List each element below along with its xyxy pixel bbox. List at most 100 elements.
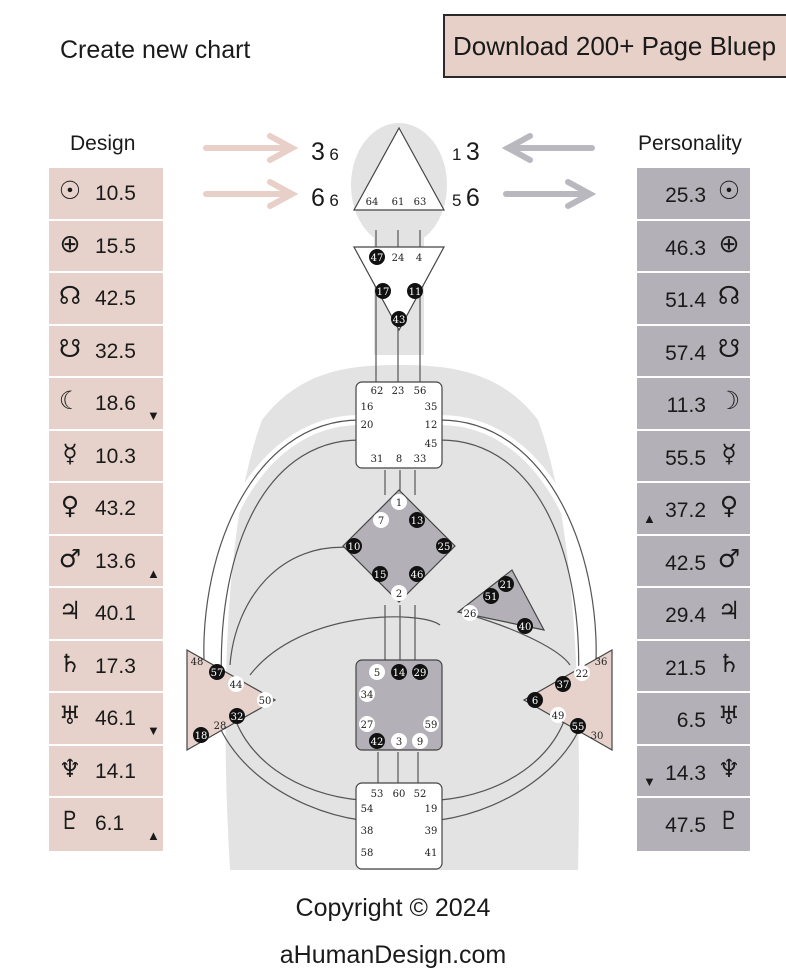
- personality-column-title: Personality: [638, 132, 742, 155]
- download-blueprint-button[interactable]: Download 200+ Page Bluep: [443, 14, 786, 78]
- personality-row-mars[interactable]: 42.5♂: [637, 536, 750, 588]
- svg-text:24: 24: [392, 253, 405, 264]
- svg-text:29: 29: [414, 668, 427, 679]
- personality-row-sun[interactable]: 25.3☉: [637, 168, 750, 221]
- design-row-saturn[interactable]: ♄17.3: [49, 641, 163, 693]
- design-row-uranus[interactable]: ♅46.1▼: [49, 693, 163, 746]
- copyright-text: Copyright © 2024: [295, 894, 491, 922]
- design-row-neptune[interactable]: ♆ 14.1: [49, 746, 163, 798]
- top-arrows: [203, 133, 597, 209]
- site-link[interactable]: aHumanDesign.com: [279, 941, 507, 969]
- svg-text:46: 46: [411, 570, 424, 581]
- svg-text:58: 58: [361, 848, 374, 859]
- personality-row-pluto[interactable]: 47.5♇: [637, 798, 750, 851]
- design-row-moon[interactable]: ☾18.6▼: [49, 378, 163, 431]
- jupiter-icon: ♃: [717, 596, 741, 625]
- design-row-mercury[interactable]: ☿10.3: [49, 431, 163, 483]
- svg-text:39: 39: [425, 826, 438, 837]
- design-row-pluto[interactable]: ♇6.1▲: [49, 798, 163, 851]
- svg-text:47: 47: [371, 253, 384, 264]
- design-arrow: ▼: [147, 408, 160, 423]
- earth-icon: ⊕: [59, 228, 81, 258]
- centers: [186, 126, 613, 870]
- uranus-icon: ♅: [717, 701, 741, 730]
- personality-row-neptune[interactable]: ▼14.3♆: [637, 746, 750, 798]
- personality-row-moon[interactable]: 11.3☽: [637, 378, 750, 431]
- personality-gate-row2: 5 6: [452, 184, 480, 212]
- mercury-icon: ☿: [721, 438, 737, 468]
- design-gate-row1: 3 6: [311, 138, 339, 166]
- personality-row-mercury[interactable]: 55.5☿: [637, 431, 750, 483]
- design-planet-list: ☉10.5 ⊕15.5 ☊ 42.5 ☋32.5 ☾18.6▼ ☿10.3 ♀ 43…: [49, 168, 163, 851]
- svg-text:48: 48: [191, 657, 204, 668]
- design-row-south-node[interactable]: ☋32.5: [49, 326, 163, 378]
- north-node-icon: ☊: [58, 281, 82, 310]
- personality-row-saturn[interactable]: 21.5♄: [637, 641, 750, 693]
- design-uranus-value: 46.1: [95, 707, 136, 730]
- venus-icon: ♀: [719, 491, 739, 520]
- svg-text:18: 18: [195, 731, 208, 742]
- svg-text:49: 49: [552, 711, 565, 722]
- personality-row-south-node[interactable]: 57.4☋: [637, 326, 750, 378]
- personality-uranus-value: 6.5: [676, 709, 706, 732]
- svg-text:17: 17: [377, 287, 390, 298]
- design-row-sun[interactable]: ☉10.5: [49, 168, 163, 221]
- svg-text:59: 59: [425, 720, 438, 731]
- personality-sun-value: 25.3: [665, 184, 706, 207]
- svg-text:57: 57: [211, 668, 224, 679]
- svg-text:6: 6: [532, 696, 538, 707]
- design-saturn-value: 17.3: [95, 654, 136, 678]
- neptune-icon: ♆: [58, 753, 82, 783]
- svg-text:38: 38: [361, 826, 374, 837]
- svg-text:1: 1: [396, 498, 402, 509]
- design-row-jupiter[interactable]: ♃40.1: [49, 588, 163, 641]
- personality-saturn-value: 21.5: [665, 656, 706, 680]
- svg-text:62: 62: [371, 386, 384, 397]
- personality-row-venus[interactable]: ▲ 37.2 ♀: [637, 483, 750, 536]
- personality-arrow-icon: [501, 133, 595, 163]
- design-neptune-value: 14.1: [95, 759, 136, 783]
- svg-text:8: 8: [396, 454, 402, 465]
- design-row-earth[interactable]: ⊕15.5: [49, 221, 163, 273]
- svg-text:64: 64: [366, 197, 379, 208]
- personality-row-earth[interactable]: 46.3⊕: [637, 221, 750, 273]
- svg-text:51: 51: [485, 592, 498, 603]
- sacral-center: [355, 659, 443, 751]
- design-arrow: ▼: [147, 723, 160, 738]
- personality-gate-row1: 1 3: [452, 138, 480, 166]
- design-venus-value: 43.2: [95, 497, 136, 520]
- svg-text:19: 19: [425, 804, 438, 815]
- svg-text:52: 52: [414, 789, 427, 800]
- spleen-center: [186, 648, 277, 752]
- svg-text:13: 13: [411, 516, 424, 527]
- design-pluto-value: 6.1: [95, 812, 125, 835]
- svg-text:25: 25: [438, 542, 451, 553]
- design-north-node-value: 42.5: [95, 287, 136, 310]
- design-south-node-value: 32.5: [95, 339, 136, 363]
- svg-text:55: 55: [572, 722, 585, 733]
- solar-plexus-center: [522, 648, 613, 752]
- design-row-mars[interactable]: ♂13.6▲: [49, 536, 163, 588]
- design-row-venus[interactable]: ♀ 43.2: [49, 483, 163, 536]
- personality-north-node-value: 51.4: [665, 289, 706, 312]
- design-sun-value: 10.5: [95, 182, 136, 205]
- personality-arrow: ▲: [643, 511, 656, 526]
- moon-icon: ☽: [717, 386, 741, 415]
- personality-row-north-node[interactable]: 51.4☊: [637, 273, 750, 326]
- create-new-chart-link[interactable]: Create new chart: [60, 36, 251, 64]
- svg-text:26: 26: [464, 609, 477, 620]
- design-column-title: Design: [70, 132, 136, 155]
- design-row-north-node[interactable]: ☊ 42.5: [49, 273, 163, 326]
- root-center: [355, 782, 443, 870]
- personality-venus-value: 37.2: [665, 499, 706, 522]
- jupiter-icon: ♃: [58, 596, 82, 625]
- svg-text:45: 45: [425, 439, 438, 450]
- design-mercury-value: 10.3: [95, 444, 136, 468]
- svg-text:14: 14: [393, 668, 406, 679]
- neptune-icon: ♆: [717, 753, 741, 783]
- personality-row-uranus[interactable]: 6.5 ♅: [637, 693, 750, 746]
- personality-row-jupiter[interactable]: 29.4♃: [637, 588, 750, 641]
- venus-icon: ♀: [60, 491, 80, 520]
- earth-icon: ⊕: [718, 228, 740, 258]
- design-arrow-icon: [203, 179, 299, 209]
